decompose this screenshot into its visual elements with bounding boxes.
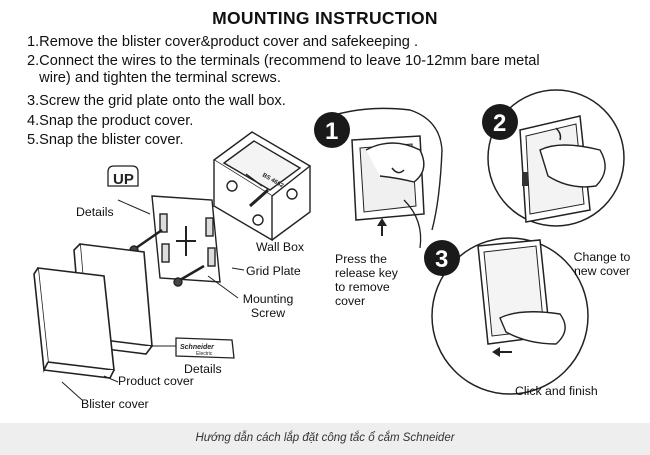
up-tag-icon: UP — [107, 165, 139, 188]
page-title: MOUNTING INSTRUCTION — [212, 8, 438, 28]
step-5: 5.Snap the blister cover. — [27, 132, 184, 148]
label-wall-box: Wall Box — [256, 240, 305, 254]
badge-2-icon: 2 — [482, 104, 518, 140]
panel-1-illustration — [319, 107, 443, 249]
label-grid-plate: Grid Plate — [246, 264, 301, 278]
badge-3-icon: 3 — [424, 240, 460, 276]
step-2: 2.Connect the wires to the terminals (re… — [27, 53, 540, 86]
label-details-top: Details — [76, 205, 114, 219]
step-1: 1.Remove the blister cover&product cover… — [27, 34, 419, 50]
grid-plate-icon — [151, 195, 221, 283]
panel-1-caption: Press the release key to remove cover — [335, 252, 398, 308]
blister-cover-icon — [33, 267, 115, 379]
schneider-logo-icon: Schneider Electric — [175, 337, 235, 359]
image-caption: Hướng dẫn cách lắp đặt công tắc ổ cắm Sc… — [195, 432, 455, 444]
panel-3-caption: Click and finish — [515, 384, 598, 398]
panel-2-caption: Change to new cover — [573, 250, 631, 278]
badge-3-number: 3 — [435, 246, 448, 273]
wall-box-icon: BS 4662 — [212, 131, 312, 242]
badge-2-number: 2 — [493, 110, 506, 137]
label-details-bottom: Details — [184, 362, 222, 376]
label-product-cover: Product cover — [118, 374, 194, 388]
up-tag-text: UP — [113, 171, 134, 188]
label-mounting-screw: Mounting Screw — [242, 292, 294, 320]
instruction-sheet: UP BS 4662 — [27, 8, 631, 411]
badge-1-number: 1 — [325, 118, 338, 145]
label-blister-cover: Blister cover — [81, 397, 149, 411]
mounting-diagram: UP BS 4662 — [33, 89, 625, 401]
caption-bar: Hướng dẫn cách lắp đặt công tắc ổ cắm Sc… — [0, 423, 650, 455]
step-3: 3.Screw the grid plate onto the wall box… — [27, 93, 286, 109]
step-4: 4.Snap the product cover. — [27, 113, 194, 129]
logo-brand: Schneider — [180, 344, 215, 351]
panel-3-illustration — [431, 237, 589, 395]
logo-sub: Electric — [196, 351, 213, 357]
badge-1-icon: 1 — [314, 112, 350, 148]
panel-2-illustration — [487, 89, 625, 227]
